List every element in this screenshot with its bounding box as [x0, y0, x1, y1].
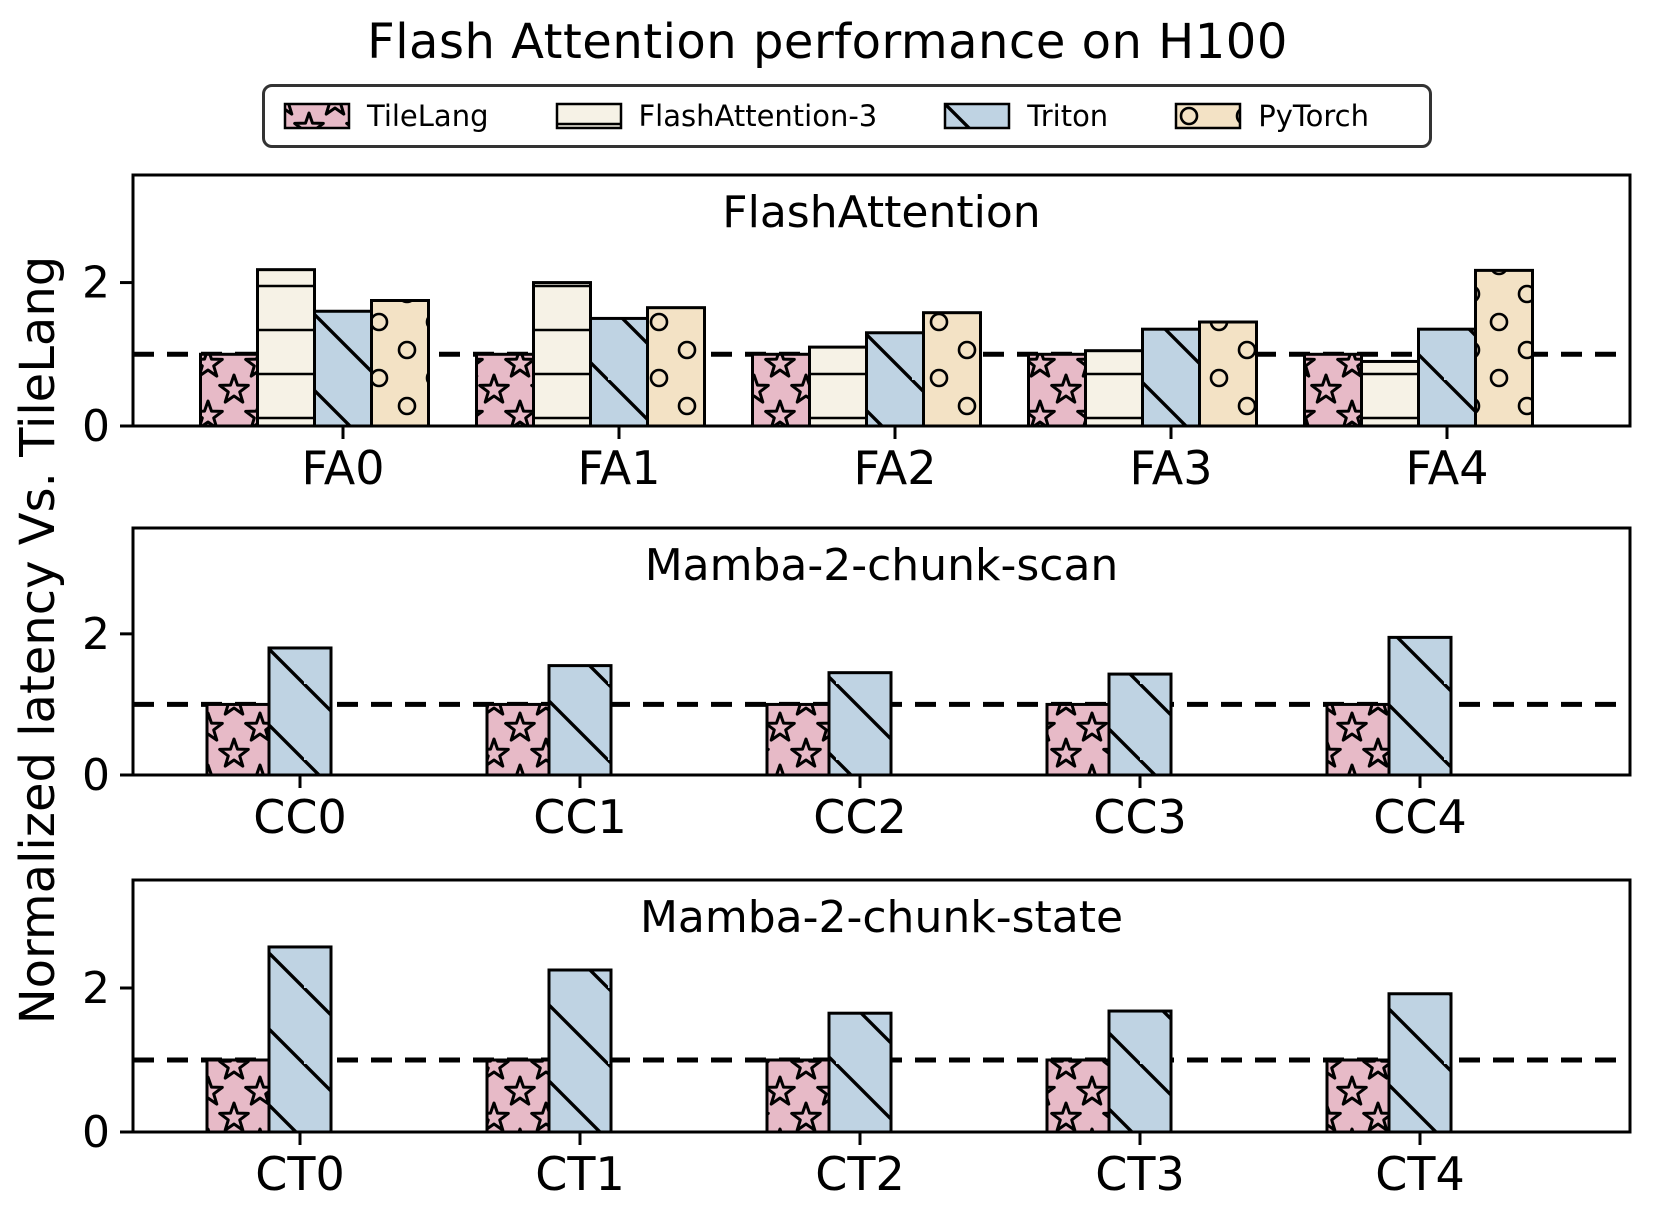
y-tick-label: 0	[82, 750, 110, 801]
bar-flashattention3-FA4	[1360, 359, 1420, 428]
legend-swatch-diagonal-icon	[944, 102, 1011, 130]
bar-pytorch-FA3	[1198, 320, 1258, 428]
legend-swatch-circles-icon	[1174, 102, 1242, 130]
bar-tilelang-FA3	[1027, 352, 1087, 428]
panel-title: Mamba-2-chunk-state	[640, 892, 1123, 943]
bar-triton-CC4	[1387, 635, 1453, 777]
x-tick-label-FA1: FA1	[578, 441, 661, 495]
bar-tilelang-CC3	[1045, 702, 1111, 777]
bar-flashattention3-FA2	[808, 345, 868, 428]
bar-tilelang-CT2	[765, 1058, 831, 1134]
bar-tilelang-CT0	[205, 1058, 271, 1134]
bar-triton-CC1	[547, 664, 613, 777]
legend: TileLang FlashAttention-3 Triton PyTorch	[262, 84, 1432, 148]
bar-flashattention3-FA0	[256, 268, 316, 428]
x-tick-label-CC4: CC4	[1373, 790, 1467, 844]
x-tick-label-CT3: CT3	[1095, 1147, 1184, 1201]
bar-pytorch-FA2	[922, 311, 982, 428]
x-tick-label-FA2: FA2	[854, 441, 937, 495]
legend-item-tilelang: TileLang	[283, 99, 489, 133]
bar-tilelang-FA4	[1303, 352, 1363, 428]
bar-tilelang-FA0	[199, 352, 259, 428]
x-tick-label-CT2: CT2	[815, 1147, 904, 1201]
bar-tilelang-CC1	[485, 702, 551, 777]
x-tick-label-CC0: CC0	[253, 790, 347, 844]
legend-label-triton: Triton	[1027, 99, 1109, 133]
chart-title: Flash Attention performance on H100	[367, 14, 1288, 70]
bar-triton-CC3	[1107, 672, 1173, 777]
x-tick-label-CC2: CC2	[813, 790, 907, 844]
panel-title: FlashAttention	[722, 187, 1040, 238]
bar-triton-CT3	[1107, 1009, 1173, 1134]
legend-label-flashattention3: FlashAttention-3	[638, 99, 878, 133]
bar-pytorch-FA0	[370, 299, 430, 428]
legend-swatch-hlines-icon	[555, 102, 622, 130]
x-tick-label-CC1: CC1	[533, 790, 627, 844]
bar-triton-FA3	[1141, 327, 1201, 428]
bar-triton-CC0	[267, 646, 333, 777]
bar-triton-FA1	[589, 316, 649, 428]
bar-tilelang-CT1	[485, 1058, 551, 1134]
panel-title: Mamba-2-chunk-scan	[645, 540, 1119, 591]
x-tick-label-CC3: CC3	[1093, 790, 1187, 844]
axes-frame	[131, 526, 1632, 777]
bar-triton-FA2	[865, 331, 925, 428]
bar-tilelang-FA2	[751, 352, 811, 428]
x-tick-label-CT0: CT0	[255, 1147, 344, 1201]
x-tick-label-FA0: FA0	[302, 441, 385, 495]
bar-triton-CT2	[827, 1011, 893, 1134]
bar-triton-CC2	[827, 671, 893, 777]
bar-triton-CT1	[547, 968, 613, 1134]
y-tick-label: 0	[82, 1107, 110, 1158]
y-tick-label: 2	[82, 609, 110, 660]
bar-tilelang-CT3	[1045, 1058, 1111, 1134]
bar-tilelang-CC2	[765, 702, 831, 777]
legend-item-triton: Triton	[943, 99, 1108, 133]
x-tick-label-FA3: FA3	[1130, 441, 1213, 495]
y-tick-label: 2	[82, 963, 110, 1014]
bar-pytorch-FA1	[646, 306, 706, 428]
x-tick-label-FA4: FA4	[1406, 441, 1489, 495]
y-tick-label: 2	[82, 258, 110, 309]
y-tick-label: 0	[82, 401, 110, 452]
legend-label-pytorch: PyTorch	[1258, 99, 1369, 133]
bar-tilelang-CC4	[1325, 702, 1391, 777]
bar-tilelang-FA1	[475, 352, 535, 428]
bar-flashattention3-FA1	[532, 281, 592, 428]
legend-label-tilelang: TileLang	[367, 99, 489, 133]
x-tick-label-CT1: CT1	[535, 1147, 624, 1201]
bar-flashattention3-FA3	[1084, 349, 1144, 428]
bar-triton-FA0	[313, 309, 373, 428]
legend-item-pytorch: PyTorch	[1174, 99, 1369, 133]
bar-pytorch-FA4	[1474, 268, 1534, 428]
x-tick-label-CT4: CT4	[1375, 1147, 1464, 1201]
bar-triton-FA4	[1417, 327, 1477, 428]
bar-tilelang-CT4	[1325, 1058, 1391, 1134]
axes-frame	[131, 878, 1632, 1134]
bar-triton-CT0	[267, 945, 333, 1134]
axes-frame	[131, 173, 1632, 428]
legend-swatch-star-icon	[283, 102, 351, 130]
bar-triton-CT4	[1387, 992, 1453, 1134]
bar-tilelang-CC0	[205, 702, 271, 777]
legend-item-flashattention3: FlashAttention-3	[555, 99, 878, 133]
